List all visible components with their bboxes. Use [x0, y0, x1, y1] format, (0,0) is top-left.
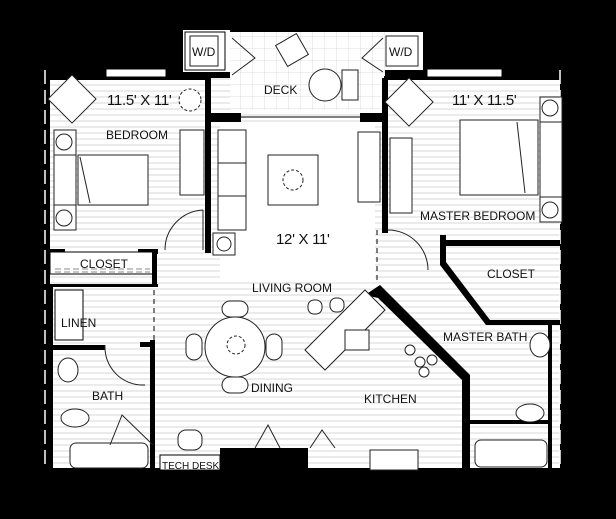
- label-wd-right: W/D: [389, 45, 413, 59]
- label-bath: BATH: [92, 389, 124, 403]
- label-closet-left: CLOSET: [80, 257, 129, 271]
- label-master-bath: MASTER BATH: [443, 330, 528, 344]
- label-deck: DECK: [264, 83, 298, 97]
- label-bedroom: BEDROOM: [106, 128, 169, 142]
- label-closet-master: CLOSET: [487, 267, 536, 281]
- dimensions-living-room: 12' X 11': [276, 231, 330, 248]
- dimensions-bedroom: 11.5' X 11': [107, 92, 172, 109]
- dimensions-master-bedroom: 11' X 11.5': [452, 92, 517, 109]
- deck-floor: [230, 32, 385, 110]
- label-kitchen: KITCHEN: [364, 392, 417, 406]
- walls: [44, 70, 564, 473]
- bed-bedroom: [77, 154, 149, 206]
- sofa: [217, 129, 247, 231]
- label-living-room: LIVING ROOM: [252, 281, 333, 295]
- doors: [104, 37, 429, 449]
- label-tech-desk: TECH DESK: [162, 461, 220, 472]
- furniture: [47, 32, 563, 471]
- label-master-bedroom: MASTER BEDROOM: [420, 209, 536, 223]
- label-linen: LINEN: [61, 316, 97, 330]
- label-dining: DINING: [251, 381, 293, 395]
- bed-master: [459, 119, 539, 196]
- label-wd-left: W/D: [192, 45, 216, 59]
